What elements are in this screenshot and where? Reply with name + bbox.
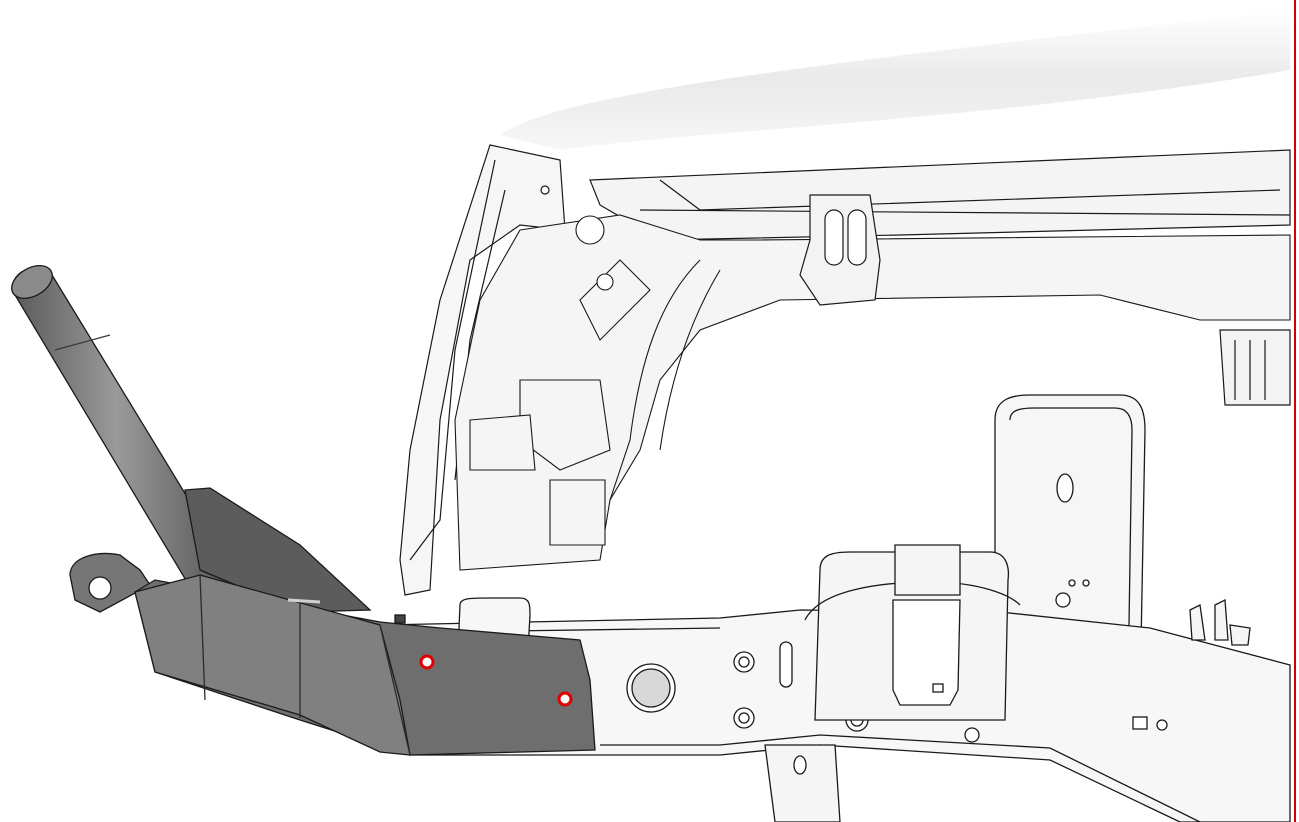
inner-fender <box>454 214 1291 571</box>
vehicle-body-fender <box>399 10 1291 596</box>
frame-edge-line <box>1294 0 1296 822</box>
gray-bracket <box>69 487 596 756</box>
bolt-hole-marker-1 <box>419 654 435 670</box>
bolt-hole-marker-2 <box>557 691 573 707</box>
shock-tower-mount <box>799 194 1291 406</box>
bolt-markers <box>419 654 573 707</box>
suspension-bracket <box>764 544 1251 822</box>
gray-tube <box>11 264 246 613</box>
